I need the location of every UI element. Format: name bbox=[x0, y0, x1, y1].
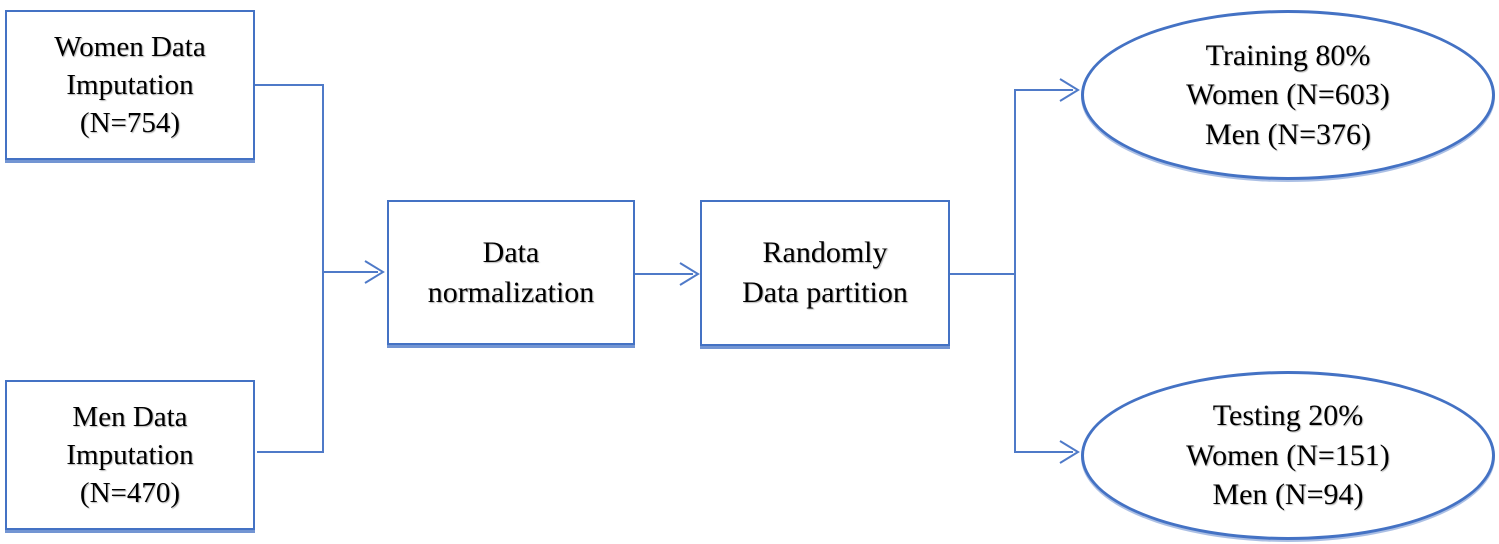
node-men-data-imputation: Men Data Imputation (N=470) bbox=[5, 380, 255, 530]
node-randomly-data-partition-label: Randomly Data partition bbox=[742, 236, 908, 309]
node-testing-set: Testing 20% Women (N=151) Men (N=94) bbox=[1081, 371, 1495, 540]
node-data-normalization-label: Data normalization bbox=[427, 235, 595, 309]
arrowhead-normalization bbox=[364, 260, 385, 284]
connector-women-men-merge bbox=[255, 84, 324, 453]
node-data-normalization: Data normalization bbox=[387, 200, 635, 345]
node-training-set: Training 80% Women (N=603) Men (N=376) bbox=[1081, 10, 1495, 180]
node-testing-set-label: Testing 20% Women (N=151) Men (N=94) bbox=[1186, 399, 1390, 512]
node-women-data-imputation: Women Data Imputation (N=754) bbox=[5, 10, 255, 160]
arrowhead-training bbox=[1059, 78, 1080, 102]
arrowhead-partition bbox=[679, 262, 700, 286]
node-men-data-imputation-label: Men Data Imputation (N=470) bbox=[66, 400, 194, 510]
node-training-set-label: Training 80% Women (N=603) Men (N=376) bbox=[1186, 38, 1390, 151]
node-randomly-data-partition: Randomly Data partition bbox=[700, 200, 950, 346]
node-women-data-imputation-label: Women Data Imputation (N=754) bbox=[54, 30, 206, 140]
connector-partition-split bbox=[1014, 89, 1073, 453]
arrowhead-testing bbox=[1059, 440, 1080, 464]
